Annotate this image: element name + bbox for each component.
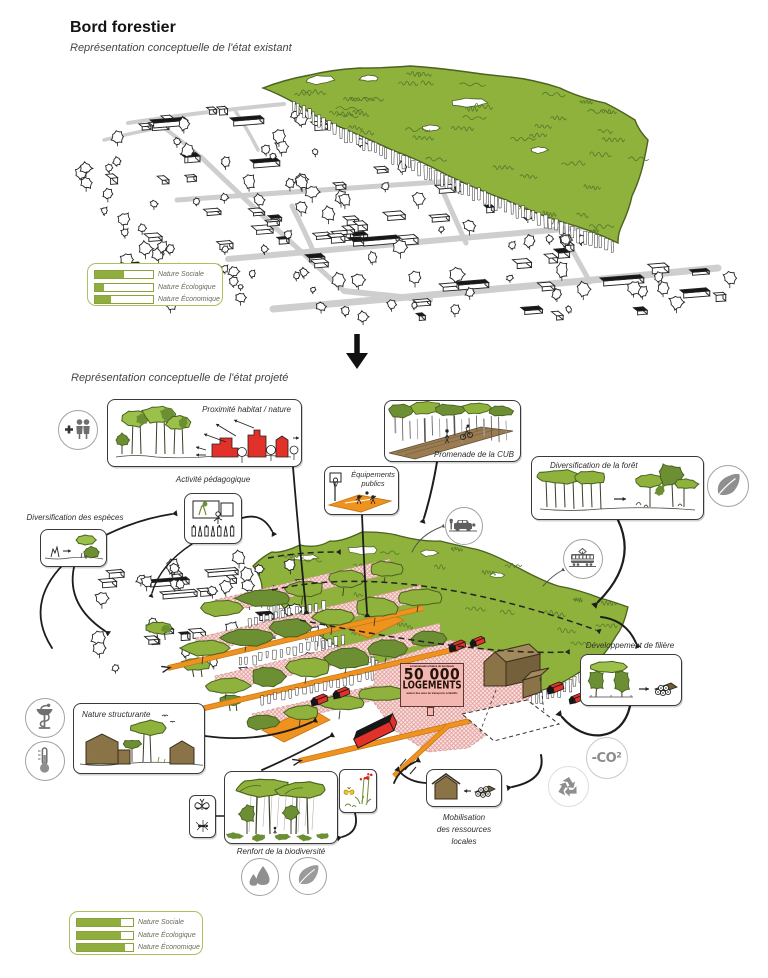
timber-industry-illustration — [587, 660, 678, 698]
red-building — [352, 712, 398, 749]
sign-post — [427, 707, 434, 716]
legend-row: Nature Économique — [76, 942, 202, 953]
red-house — [332, 686, 351, 700]
legend-label: Nature Écologique — [158, 283, 216, 291]
legend-label: Nature Économique — [138, 944, 200, 951]
connector-arrows — [39, 461, 641, 842]
forest-diversity-illustration — [536, 463, 700, 511]
nature-ecologique-bar — [76, 930, 134, 940]
callout-label-mobilisation: Mobilisation des ressources locales — [414, 812, 514, 848]
callout-label-biodiversite: Renfort de la biodiversité — [236, 847, 326, 856]
50000-logements-sign: communauté urbaine de bordeaux 50 000 LO… — [400, 663, 464, 707]
callout-flowers — [339, 769, 377, 813]
co2-text: -CO² — [592, 751, 622, 766]
co2-reduction-icon: -CO² — [586, 737, 628, 779]
biodiversity-illustration — [225, 778, 329, 842]
existing-state-illustration — [74, 65, 738, 326]
leaf-icon — [707, 465, 749, 507]
legend-projected-state: Nature Sociale Nature Écologique Nature … — [69, 911, 203, 955]
callout-label: Diversification de la forêt — [550, 461, 638, 470]
callout-insects — [189, 795, 216, 838]
legend-row: Nature Écologique — [76, 930, 202, 941]
nature-sociale-bar — [94, 270, 154, 279]
nature-ecologique-bar — [94, 282, 154, 292]
species-illustration — [44, 534, 104, 560]
subtitle-projected-state: Représentation conceptuelle de l'état pr… — [71, 372, 289, 384]
promenade-illustration — [388, 401, 515, 460]
label-line: Mobilisation — [442, 813, 486, 822]
callout-equipements-publics: Équipements publics — [324, 466, 399, 515]
tramway-icon — [563, 539, 603, 579]
callout-developpement-filiere — [580, 654, 682, 706]
callout-diversification-especes — [40, 529, 107, 567]
callout-renfort-biodiversite — [224, 771, 338, 844]
legend-label: Nature Sociale — [138, 919, 184, 926]
dashed-platform — [460, 677, 561, 742]
transition-down-arrow — [346, 334, 368, 369]
barn-building — [483, 643, 550, 699]
callout-proximite-habitat-nature: Proximité habitat / nature — [107, 399, 302, 467]
forest-canopy-existing — [261, 65, 649, 245]
structuring-nature-illustration — [79, 714, 203, 766]
callout-promenade-cub: Promenade de la CUB — [384, 400, 521, 462]
recycling-icon — [548, 766, 589, 807]
red-house — [546, 681, 565, 695]
legend-existing-state: Nature Sociale Nature Écologique Nature … — [87, 263, 223, 306]
callout-label-activite: Activité pédagogique — [175, 475, 251, 484]
nature-economique-bar — [76, 943, 134, 952]
sign-small-top: communauté urbaine de bordeaux — [409, 664, 455, 668]
callout-label: Nature structurante — [82, 710, 151, 719]
callout-label-filiere: Développement de filière — [585, 641, 675, 650]
sports-court-illustration — [327, 472, 393, 513]
legend-row: Nature Sociale — [76, 917, 202, 928]
flowers-illustration — [343, 773, 373, 808]
red-house — [469, 635, 486, 648]
legend-row: Nature Économique — [94, 294, 222, 305]
callout-label: Proximité habitat / nature — [202, 405, 291, 414]
legend-label: Nature Écologique — [138, 931, 196, 939]
red-house — [310, 693, 329, 707]
transport-links — [411, 523, 565, 587]
callout-activite-pedagogique — [184, 493, 242, 544]
legend-label: Nature Économique — [158, 296, 220, 303]
local-resources-illustration — [431, 773, 496, 800]
callout-label-especes: Diversification des espèces — [26, 513, 124, 522]
habitat-nature-illustration — [115, 405, 299, 463]
population-plus-icon — [58, 410, 98, 450]
pedagogy-illustration — [191, 500, 235, 537]
legend-row: Nature Écologique — [94, 282, 222, 293]
insects-illustration — [194, 798, 210, 832]
nature-economique-bar — [94, 295, 154, 304]
forest-edge-trunks — [292, 101, 614, 253]
suburb-sketch — [74, 105, 738, 326]
callout-label: Promenade de la CUB — [433, 449, 514, 459]
temperature-icon — [25, 741, 65, 781]
sign-small-bottom: autour des axes de transports collectifs — [406, 691, 458, 695]
label-line: locales — [451, 837, 477, 846]
callout-diversification-foret: Diversification de la forêt — [531, 456, 704, 520]
callout-label: Équipements publics — [351, 470, 395, 488]
sign-word: LOGEMENTS — [402, 679, 462, 692]
legend-label: Nature Sociale — [158, 271, 204, 278]
label-line: des ressources — [436, 825, 492, 834]
sign-number: 50 000 — [403, 665, 461, 685]
water-drops-icon — [241, 858, 279, 896]
callout-nature-structurante: Nature structurante — [73, 703, 205, 774]
nature-sociale-bar — [76, 918, 134, 927]
legend-row: Nature Sociale — [94, 269, 222, 280]
leaf-icon — [289, 857, 327, 895]
health-pharmacy-icon — [25, 698, 65, 738]
car-parking-icon — [445, 507, 483, 545]
subtitle-existing-state: Représentation conceptuelle de l'état ex… — [70, 42, 292, 54]
page-title: Bord forestier — [70, 19, 176, 36]
callout-mobilisation-ressources — [426, 769, 502, 807]
